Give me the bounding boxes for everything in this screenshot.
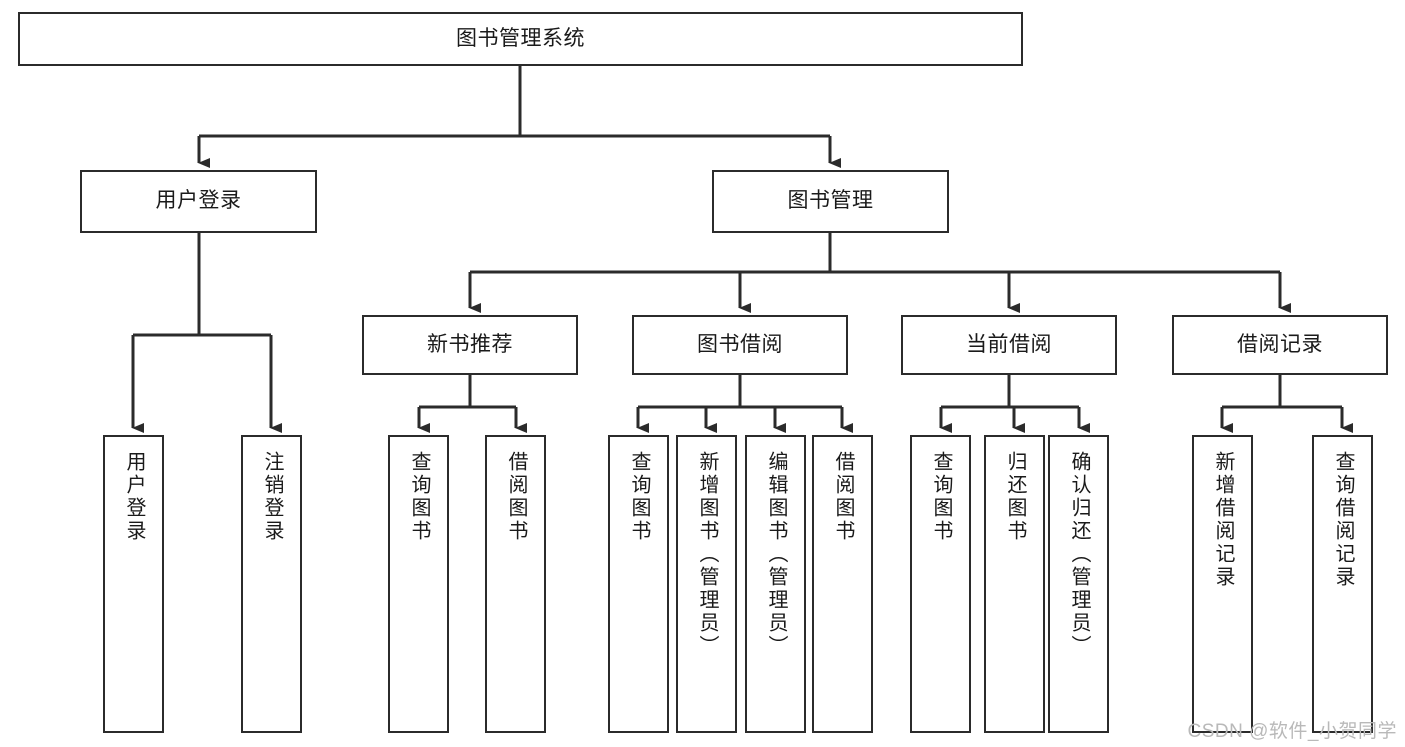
- node-new-book-recommend[interactable]: 新书推荐: [362, 315, 578, 375]
- node-leaf-add-book-admin-label: 新增图书（管理员）: [696, 451, 718, 658]
- node-leaf-confirm-return-admin[interactable]: 确认归还（管理员）: [1048, 435, 1109, 733]
- node-leaf-user-login[interactable]: 用户登录: [103, 435, 164, 733]
- node-user-login[interactable]: 用户登录: [80, 170, 317, 233]
- node-current-borrow[interactable]: 当前借阅: [901, 315, 1117, 375]
- node-leaf-return-book-label: 归还图书: [1004, 451, 1026, 543]
- csdn-watermark: CSDN @软件_小贺同学: [1187, 721, 1397, 742]
- node-leaf-query-book-borrow-label: 查询图书: [628, 451, 650, 543]
- node-leaf-query-book-current-label: 查询图书: [930, 451, 952, 543]
- node-leaf-query-book-borrow[interactable]: 查询图书: [608, 435, 669, 733]
- node-leaf-borrow-book-new[interactable]: 借阅图书: [485, 435, 546, 733]
- node-root[interactable]: 图书管理系统: [18, 12, 1023, 66]
- node-leaf-confirm-return-admin-label: 确认归还（管理员）: [1068, 451, 1090, 658]
- node-leaf-query-book-new[interactable]: 查询图书: [388, 435, 449, 733]
- node-leaf-add-borrow-record-label: 新增借阅记录: [1212, 451, 1234, 589]
- node-leaf-logout-label: 注销登录: [261, 451, 283, 543]
- node-user-login-label: 用户登录: [155, 189, 242, 213]
- node-leaf-user-login-label: 用户登录: [123, 451, 145, 543]
- node-book-management[interactable]: 图书管理: [712, 170, 949, 233]
- node-book-borrow-label: 图书借阅: [697, 332, 783, 356]
- node-leaf-add-book-admin[interactable]: 新增图书（管理员）: [676, 435, 737, 733]
- node-new-book-recommend-label: 新书推荐: [427, 332, 513, 356]
- node-borrow-record[interactable]: 借阅记录: [1172, 315, 1388, 375]
- node-leaf-borrow-book-label: 借阅图书: [832, 451, 854, 543]
- node-book-management-label: 图书管理: [787, 189, 874, 213]
- node-leaf-query-book-current[interactable]: 查询图书: [910, 435, 971, 733]
- node-root-label: 图书管理系统: [456, 26, 585, 50]
- node-leaf-query-borrow-record[interactable]: 查询借阅记录: [1312, 435, 1373, 733]
- node-leaf-query-book-new-label: 查询图书: [408, 451, 430, 543]
- node-borrow-record-label: 借阅记录: [1237, 332, 1323, 356]
- node-leaf-query-borrow-record-label: 查询借阅记录: [1332, 451, 1354, 589]
- node-leaf-edit-book-admin-label: 编辑图书（管理员）: [765, 451, 787, 658]
- node-leaf-borrow-book[interactable]: 借阅图书: [812, 435, 873, 733]
- node-leaf-borrow-book-new-label: 借阅图书: [505, 451, 527, 543]
- node-book-borrow[interactable]: 图书借阅: [632, 315, 848, 375]
- node-leaf-return-book[interactable]: 归还图书: [984, 435, 1045, 733]
- node-current-borrow-label: 当前借阅: [966, 332, 1052, 356]
- node-leaf-add-borrow-record[interactable]: 新增借阅记录: [1192, 435, 1253, 733]
- node-leaf-logout[interactable]: 注销登录: [241, 435, 302, 733]
- node-leaf-edit-book-admin[interactable]: 编辑图书（管理员）: [745, 435, 806, 733]
